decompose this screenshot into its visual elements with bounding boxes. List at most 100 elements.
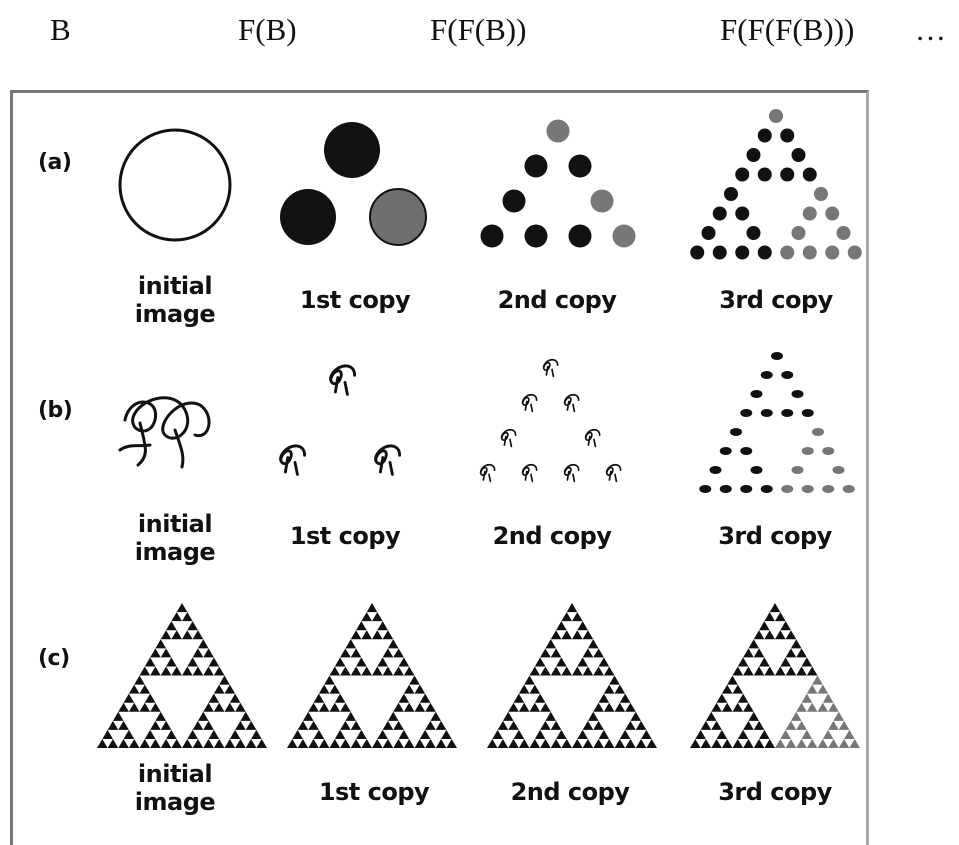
sierpinski-cell [577, 657, 588, 667]
header-ellipsis: … [915, 12, 946, 47]
sierpinski-cell [561, 666, 572, 676]
sierpinski-cell [721, 738, 733, 748]
row-c-caption-2nd: 2nd copy [510, 778, 630, 806]
sierpinski-cell [382, 738, 394, 748]
sierpinski-cell [324, 675, 335, 685]
sierpinski-cell [240, 711, 252, 721]
sierpinski-cell [556, 621, 567, 631]
sierpinski-cell [329, 666, 341, 676]
sierpinski-cell [118, 720, 129, 730]
sierpinski-cell [785, 666, 797, 676]
sierpinski-cell [801, 693, 813, 703]
sierpinski-cell [203, 702, 214, 712]
blob [781, 409, 794, 417]
sierpinski-cell [716, 693, 728, 703]
dot [735, 245, 750, 260]
sierpinski-cell [139, 738, 151, 748]
sierpinski-cell [540, 720, 551, 730]
sierpinski-cell [229, 729, 241, 739]
sierpinski-cell [334, 693, 346, 703]
sierpinski-cell [828, 720, 839, 730]
sierpinski-cell [545, 711, 557, 721]
row-b-label: (b) [38, 398, 73, 423]
sierpinski-cell [356, 657, 367, 667]
sierpinski-cell [534, 729, 546, 739]
sierpinski-cell [361, 612, 372, 622]
sierpinski-cell [350, 648, 362, 658]
sierpinski-cell [524, 675, 535, 685]
scribble [279, 444, 307, 476]
dot [712, 206, 727, 221]
row-a-label: (a) [38, 150, 72, 175]
row-a-second-copy [480, 119, 636, 248]
dot [712, 245, 727, 260]
sierpinski-cell [619, 729, 631, 739]
sierpinski-cell [340, 648, 351, 658]
sierpinski-cell [419, 729, 431, 739]
sierpinski-cell [192, 630, 204, 640]
sierpinski-cell [361, 738, 372, 748]
sierpinski-cell [593, 666, 604, 676]
sierpinski-cell [182, 630, 193, 640]
sierpinski-cell [160, 666, 172, 676]
sierpinski-cell [224, 702, 236, 712]
sierpinski-cell [393, 720, 404, 730]
sierpinski-cell [764, 630, 775, 640]
dot [825, 245, 840, 260]
sierpinski-cell [753, 648, 765, 658]
sierpinski-cell [550, 738, 562, 748]
sierpinski-cell [350, 630, 362, 640]
sierpinski-cell [235, 720, 246, 730]
sierpinski-cell [176, 603, 188, 613]
sierpinski-cell [582, 720, 594, 730]
sierpinski-cell [192, 666, 204, 676]
sierpinski-cell [150, 648, 161, 658]
sierpinski-cell [403, 684, 415, 694]
row-c-caption-1st: 1st copy [318, 778, 430, 806]
blob [750, 390, 763, 398]
dot [802, 167, 817, 182]
sierpinski-cell [387, 639, 399, 649]
sierpinski-cell [614, 702, 626, 712]
scribble [329, 364, 357, 396]
sierpinski-cell [775, 612, 786, 622]
blob [791, 390, 804, 398]
sierpinski-cell [155, 639, 167, 649]
sierpinski-cell [308, 720, 319, 730]
row-b-third-copy [699, 352, 855, 493]
sierpinski-cell [764, 612, 775, 622]
row-a-caption-3rd: 3rd copy [719, 286, 833, 314]
sierpinski-cell [144, 693, 156, 703]
dot [757, 245, 772, 260]
blob [760, 409, 773, 417]
sierpinski-cell [382, 666, 394, 676]
dot [524, 154, 548, 178]
sierpinski-cell [556, 729, 567, 739]
sierpinski-cell [372, 666, 383, 676]
scribble [479, 463, 496, 483]
blob [771, 352, 783, 360]
sierpinski-cell [743, 666, 754, 676]
scribble [563, 393, 580, 413]
sierpinski-cell [817, 738, 829, 748]
dot [847, 245, 862, 260]
sierpinski-cell [577, 729, 588, 739]
sierpinski-cell [492, 729, 503, 739]
sierpinski-cell [566, 603, 578, 613]
blob [740, 447, 753, 455]
sierpinski-cell [593, 720, 604, 730]
blob [791, 466, 804, 474]
sierpinski-cell [587, 639, 599, 649]
sierpinski-cell [732, 666, 744, 676]
sierpinski-cell [550, 720, 562, 730]
sierpinski-cell [487, 738, 498, 748]
sierpinski-cell [614, 738, 626, 748]
sierpinski-cell [790, 711, 802, 721]
sierpinski-cell [334, 657, 346, 667]
row-c-label: (c) [38, 646, 70, 671]
dot [791, 148, 806, 162]
sierpinski-cell [245, 720, 257, 730]
sierpinski-cell [732, 702, 744, 712]
sierpinski-cell [308, 738, 319, 748]
